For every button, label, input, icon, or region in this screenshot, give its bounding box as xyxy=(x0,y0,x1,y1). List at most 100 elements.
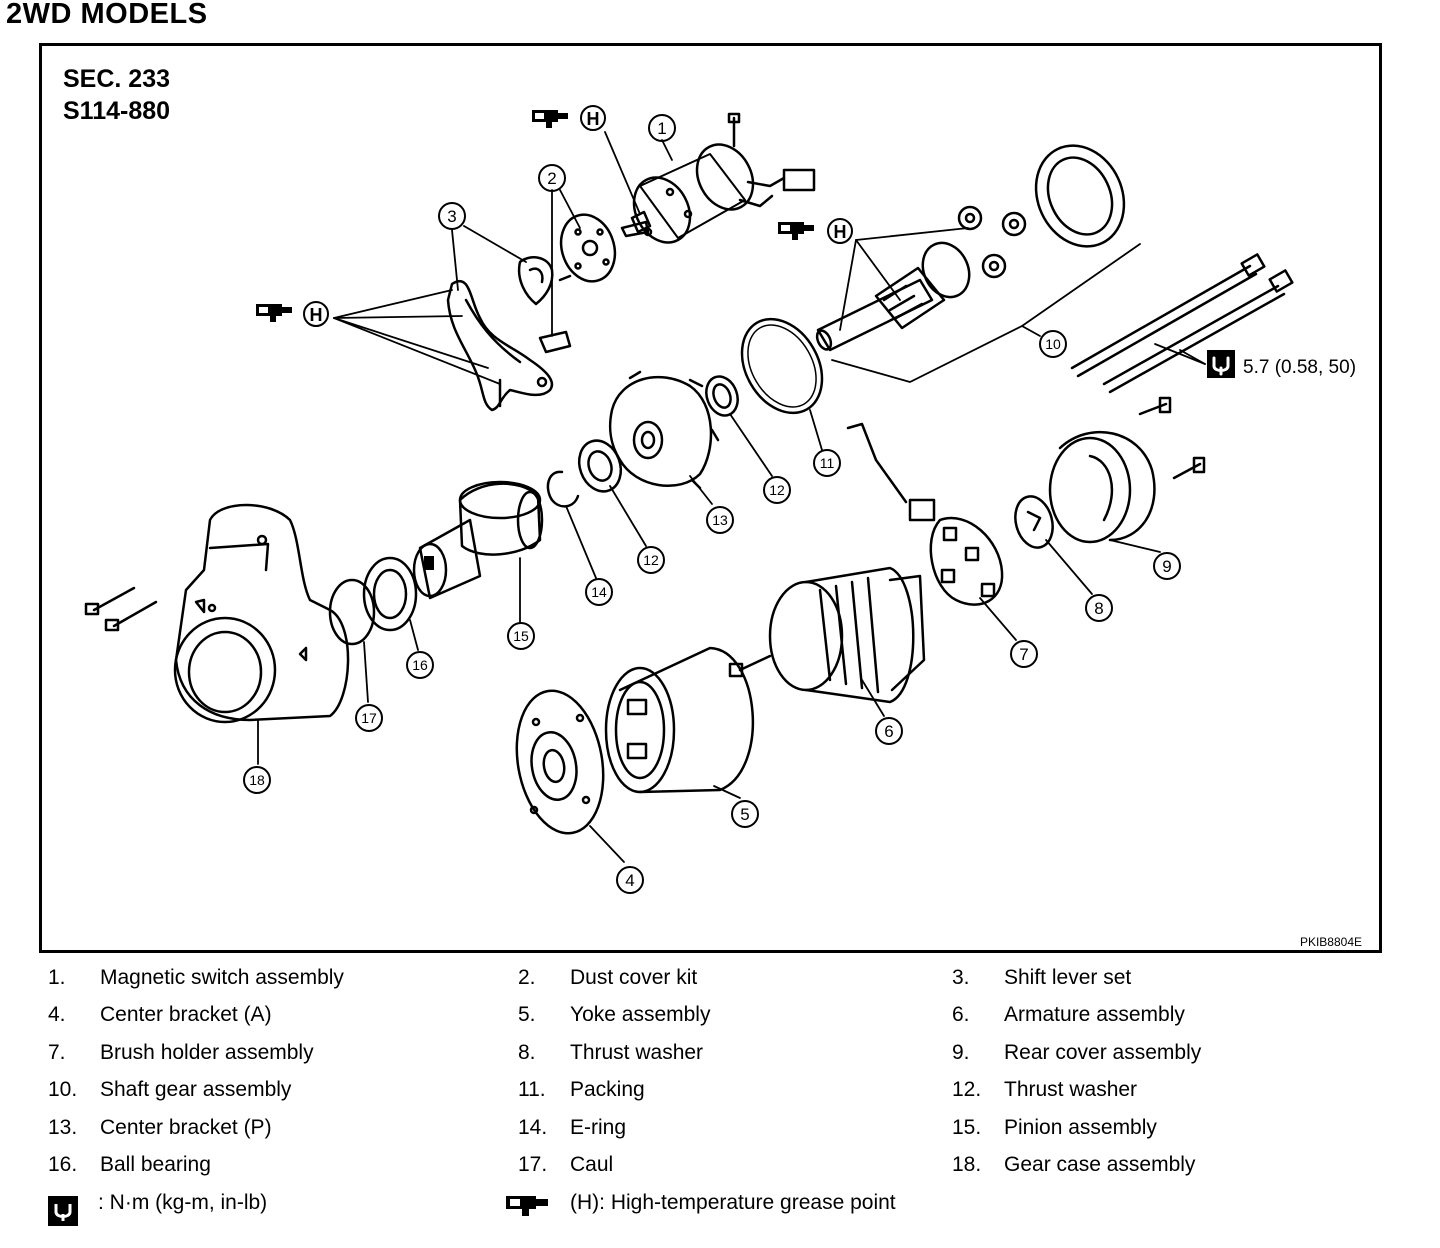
center-bracket-p-part xyxy=(608,370,720,490)
thrust-washer-rear-part xyxy=(1014,495,1054,549)
legend-label: Gear case assembly xyxy=(1004,1153,1196,1176)
armature-part xyxy=(728,566,926,704)
callout-label: 16 xyxy=(412,657,428,673)
callout-label: 17 xyxy=(361,710,377,726)
callout-2 xyxy=(538,164,566,192)
legend-label: Ball bearing xyxy=(100,1153,211,1176)
leader-lines xyxy=(257,131,1206,863)
figure-code: PKIB8804E xyxy=(1299,935,1362,949)
legend-label: Center bracket (P) xyxy=(100,1116,272,1139)
callout-18 xyxy=(243,766,271,794)
grease-note: (H): High-temperature grease point xyxy=(570,1191,896,1214)
brush-holder-part xyxy=(846,422,1004,606)
section-number: SEC. 233 xyxy=(63,65,171,93)
legend-number: 6. xyxy=(952,1003,970,1026)
dust-cover-part xyxy=(538,213,617,354)
legend-number: 16. xyxy=(48,1153,78,1176)
legend-number: 8. xyxy=(518,1041,536,1064)
callout-1 xyxy=(648,114,676,142)
legend-number: 14. xyxy=(518,1116,548,1139)
legend-number: 12. xyxy=(952,1078,982,1101)
legend-number: 18. xyxy=(952,1153,982,1176)
ball-bearing-part xyxy=(362,556,418,632)
section-label: SEC. 233 S114-880 xyxy=(63,63,170,127)
callout-label: 12 xyxy=(643,552,659,568)
magnetic-switch-part xyxy=(620,112,816,244)
caul-part xyxy=(328,578,376,646)
callout-11 xyxy=(813,449,841,477)
legend-number: 5. xyxy=(518,1003,536,1026)
pinion-assembly-part xyxy=(412,480,544,600)
legend-label: Thrust washer xyxy=(570,1041,704,1064)
callout-label: 10 xyxy=(1045,336,1061,352)
callout-markers xyxy=(243,114,1181,894)
grease-marker-label: H xyxy=(834,222,847,242)
callout-label: 12 xyxy=(769,482,785,498)
through-bolts-part xyxy=(1070,253,1294,394)
callout-label: 4 xyxy=(625,871,634,890)
callout-4 xyxy=(616,866,644,894)
callout-10 xyxy=(1039,330,1067,358)
callout-17 xyxy=(355,704,383,732)
callout-9 xyxy=(1153,552,1181,580)
callout-7 xyxy=(1010,640,1038,668)
section-part-number: S114-880 xyxy=(63,97,171,125)
e-ring-part xyxy=(546,470,580,508)
legend-label: Brush holder assembly xyxy=(100,1041,314,1064)
grease-marker-label: H xyxy=(310,305,323,325)
legend-label: Packing xyxy=(570,1078,645,1101)
legend-label: Thrust washer xyxy=(1004,1078,1138,1101)
torque-note: : N·m (kg-m, in-lb) xyxy=(98,1191,268,1214)
legend-number: 13. xyxy=(48,1116,78,1139)
callout-label: 11 xyxy=(820,455,835,471)
callout-12a xyxy=(763,476,791,504)
legend-label: Rear cover assembly xyxy=(1004,1041,1202,1064)
center-bracket-a-part xyxy=(515,689,605,835)
packing-part xyxy=(740,317,824,415)
callout-label: 1 xyxy=(657,119,666,138)
callout-label: 15 xyxy=(513,628,529,644)
torque-wrench-icon xyxy=(1207,350,1235,378)
callout-16 xyxy=(406,651,434,679)
callout-label: 7 xyxy=(1019,645,1028,664)
callout-8 xyxy=(1085,594,1113,622)
callout-label: 8 xyxy=(1094,599,1103,618)
callout-6 xyxy=(875,717,903,745)
callout-13 xyxy=(706,506,734,534)
callout-label: 5 xyxy=(740,805,749,824)
gear-case-part xyxy=(173,503,350,724)
grease-gun-icon xyxy=(254,108,816,324)
legend-label: Center bracket (A) xyxy=(100,1003,272,1026)
legend-number: 9. xyxy=(952,1041,970,1064)
legend-label: Shift lever set xyxy=(1004,966,1132,989)
grease-point-markers xyxy=(303,105,853,327)
legend-number: 3. xyxy=(952,966,970,989)
legend-number: 7. xyxy=(48,1041,66,1064)
legend-number: 11. xyxy=(518,1078,546,1101)
grease-marker-label: H xyxy=(587,109,600,129)
callout-label: 18 xyxy=(249,772,265,788)
thrust-washer-lower-part xyxy=(577,439,623,493)
legend-label: Caul xyxy=(570,1153,614,1176)
callout-label: 14 xyxy=(591,584,607,600)
legend-label: E-ring xyxy=(570,1116,627,1139)
callout-label: 2 xyxy=(547,169,556,188)
callout-label: 9 xyxy=(1162,557,1171,576)
legend-label: Pinion assembly xyxy=(1004,1116,1157,1139)
rear-cover-part xyxy=(1048,396,1206,544)
legend-label: Magnetic switch assembly xyxy=(100,966,344,989)
diagram-frame xyxy=(39,43,1382,953)
legend-label: Armature assembly xyxy=(1004,1003,1185,1026)
shaft-gear-part xyxy=(815,144,1126,352)
thrust-washer-upper-part xyxy=(705,375,739,417)
legend-number: 2. xyxy=(518,966,536,989)
legend-number: 4. xyxy=(48,1003,66,1026)
torque-wrench-icon xyxy=(48,1196,78,1226)
callout-15 xyxy=(507,622,535,650)
shift-lever-part xyxy=(446,256,554,412)
callout-label: 6 xyxy=(884,722,893,741)
legend-label: Yoke assembly xyxy=(570,1003,711,1026)
torque-spec: 5.7 (0.58, 50) xyxy=(1243,357,1356,378)
legend-number: 1. xyxy=(48,966,66,989)
callout-label: 13 xyxy=(712,512,728,528)
